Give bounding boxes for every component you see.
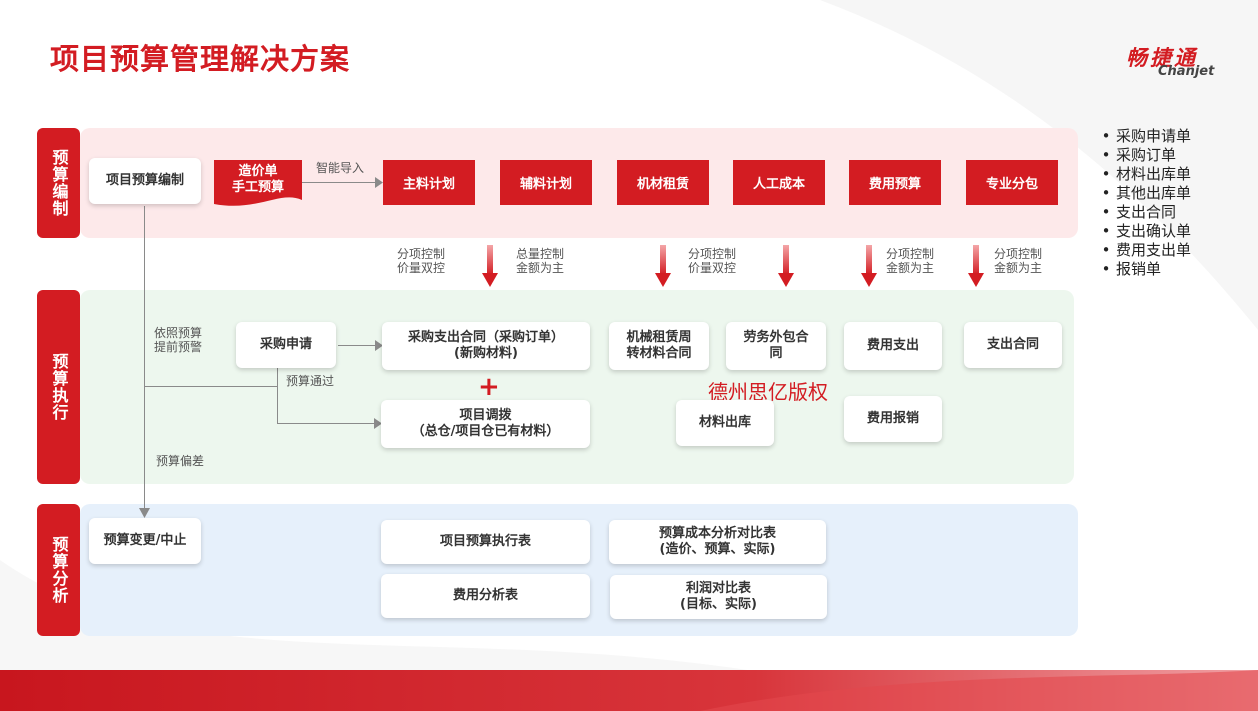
cost-compare-card[interactable]: 预算成本分析对比表(造价、预算、实际) [609, 520, 826, 564]
purchase-request-card[interactable]: 采购申请 [236, 322, 336, 368]
plan-subcontract[interactable]: 专业分包 [966, 160, 1058, 205]
cost-sheet-doc-shape [214, 160, 302, 206]
control-note-4: 分项控制金额为主 [886, 247, 935, 275]
down-arrow-icon [482, 245, 498, 287]
smart-import-note: 智能导入 [316, 161, 365, 175]
control-note-5: 分项控制金额为主 [994, 247, 1043, 275]
exec-table-card[interactable]: 项目预算执行表 [381, 520, 590, 564]
document-list-item: 费用支出单 [1096, 241, 1191, 260]
document-list-item: 材料出库单 [1096, 165, 1191, 184]
document-list-item: 采购订单 [1096, 146, 1191, 165]
control-note-2: 总量控制金额为主 [516, 247, 565, 275]
transfer-card[interactable]: 项目调拨（总仓/项目仓已有材料） [381, 400, 590, 448]
execute-band [80, 290, 1074, 484]
document-list-item: 采购申请单 [1096, 127, 1191, 146]
budget-deviation-note: 预算偏差 [156, 454, 205, 468]
document-list-item: 其他出库单 [1096, 184, 1191, 203]
section-label-compile: 预算编制 [37, 128, 80, 238]
control-note-1: 分项控制价量双控 [397, 247, 446, 275]
budget-passed-note: 预算通过 [286, 374, 335, 388]
down-arrow-icon [968, 245, 984, 287]
footer-band [0, 670, 1258, 711]
purchase-contract-card[interactable]: 采购支出合同（采购订单）(新购材料) [382, 322, 590, 370]
pay-contract-card[interactable]: 支出合同 [964, 322, 1062, 368]
page-title: 项目预算管理解决方案 [50, 42, 351, 76]
plus-icon: + [478, 372, 500, 402]
flow-arrowhead [139, 508, 150, 518]
document-list-item: 报销单 [1096, 260, 1191, 279]
document-list: 采购申请单 采购订单 材料出库单 其他出库单 支出合同 支出确认单 费用支出单 … [1096, 127, 1191, 279]
budget-change-card[interactable]: 预算变更/中止 [89, 518, 201, 564]
section-label-execute: 预算执行 [37, 290, 80, 484]
down-arrow-icon [778, 245, 794, 287]
plan-aux-material[interactable]: 辅料计划 [500, 160, 592, 205]
cost-sheet-text: 造价单 [238, 164, 278, 179]
plan-labor-cost[interactable]: 人工成本 [733, 160, 825, 205]
down-arrow-icon [655, 245, 671, 287]
flow-arrowhead [375, 177, 383, 188]
cost-sheet-label[interactable]: 造价单 手工预算 [214, 164, 302, 196]
to-transfer-line [277, 423, 375, 424]
chanjet-logo: 畅捷通 [1126, 46, 1198, 70]
flow-arrowhead [374, 418, 382, 429]
document-list-item: 支出合同 [1096, 203, 1191, 222]
early-warning-note: 依照预算提前预警 [154, 326, 203, 354]
manual-budget-text: 手工预算 [231, 180, 284, 195]
plan-main-material[interactable]: 主料计划 [383, 160, 475, 205]
expense-pay-card[interactable]: 费用支出 [844, 322, 942, 370]
horizontal-branch-line [144, 386, 278, 387]
flow-arrowhead [375, 340, 383, 351]
material-out-card[interactable]: 材料出库 [676, 400, 774, 446]
rental-contract-card[interactable]: 机械租赁周转材料合同 [609, 322, 709, 370]
vertical-flow-line [144, 206, 145, 511]
request-down-line [277, 368, 278, 424]
down-arrow-icon [861, 245, 877, 287]
plan-expense-budget[interactable]: 费用预算 [849, 160, 941, 205]
expense-table-card[interactable]: 费用分析表 [381, 574, 590, 618]
control-note-3: 分项控制价量双控 [688, 247, 737, 275]
import-line [302, 182, 376, 183]
profit-compare-card[interactable]: 利润对比表(目标、实际) [610, 575, 827, 619]
labor-contract-card[interactable]: 劳务外包合同 [726, 322, 826, 370]
document-list-item: 支出确认单 [1096, 222, 1191, 241]
budget-compile-card[interactable]: 项目预算编制 [89, 158, 201, 204]
request-to-contract-line [338, 345, 376, 346]
expense-reimburse-card[interactable]: 费用报销 [844, 396, 942, 442]
section-label-analyze: 预算分析 [37, 504, 80, 636]
plan-equipment-rental[interactable]: 机材租赁 [617, 160, 709, 205]
chanjet-logo-en: Chanjet [1158, 64, 1215, 79]
